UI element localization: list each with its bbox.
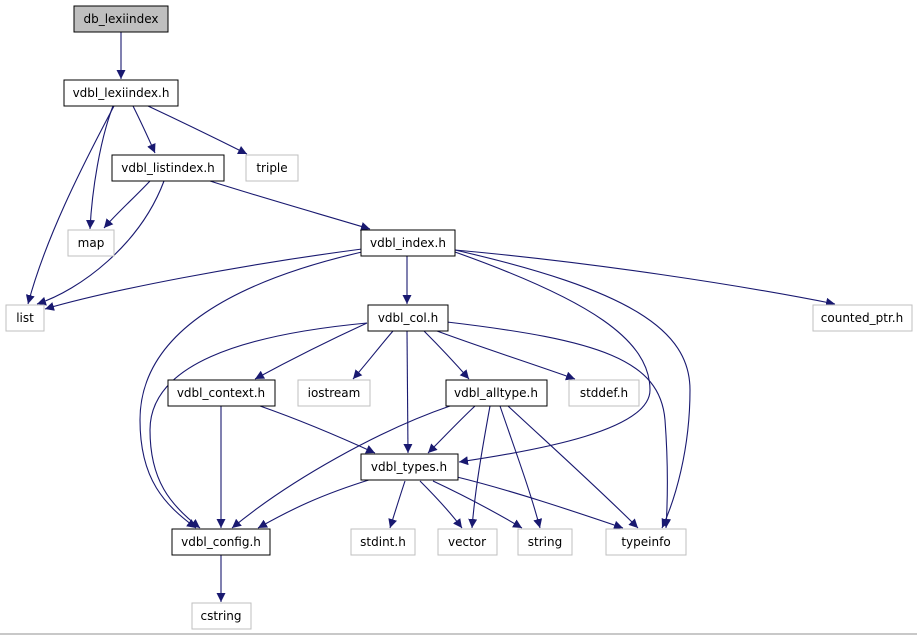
edge-vdbl_types_h-string: [432, 480, 523, 529]
edge-vdbl_col_h-iostream: [352, 330, 394, 380]
edge-vdbl_index_h-counted_ptr_h: [454, 249, 836, 307]
edge-vdbl_lexiindex_h-list: [25, 105, 115, 305]
edges: [25, 32, 836, 602]
edge-vdbl_index_h-list: [44, 248, 363, 311]
svg-text:typeinfo: typeinfo: [621, 535, 670, 549]
svg-text:vdbl_lexiindex.h: vdbl_lexiindex.h: [73, 86, 170, 100]
bottom-divider: [0, 633, 917, 635]
svg-text:vdbl_context.h: vdbl_context.h: [177, 386, 265, 400]
node-vector[interactable]: vector: [437, 528, 498, 556]
edge-vdbl_context_h-vdbl_types_h: [259, 405, 376, 454]
node-triple[interactable]: triple: [245, 154, 299, 182]
edge-vdbl_alltype_h-typeinfo: [507, 405, 639, 529]
edge-vdbl_listindex_h-map: [103, 180, 151, 229]
edge-vdbl_index_h-typeinfo: [454, 249, 691, 529]
node-iostream[interactable]: iostream: [297, 379, 371, 407]
node-vdbl_index_h[interactable]: vdbl_index.h: [360, 229, 456, 257]
edge-vdbl_types_h-vector: [419, 480, 463, 529]
svg-text:map: map: [78, 236, 105, 250]
edge-vdbl_listindex_h-vdbl_index_h: [209, 180, 371, 231]
node-counted_ptr_h[interactable]: counted_ptr.h: [812, 304, 913, 332]
node-vdbl_listindex_h[interactable]: vdbl_listindex.h: [111, 154, 225, 182]
edge-vdbl_col_h-vdbl_alltype_h: [423, 330, 470, 380]
edge-vdbl_types_h-stdint_h: [388, 480, 406, 529]
svg-text:cstring: cstring: [200, 609, 241, 623]
node-typeinfo[interactable]: typeinfo: [605, 528, 687, 556]
node-db_lexiindex[interactable]: db_lexiindex: [73, 5, 169, 33]
node-vdbl_col_h[interactable]: vdbl_col.h: [367, 304, 449, 332]
edge-vdbl_col_h-stddef_h: [436, 330, 576, 381]
edge-vdbl_index_h-vdbl_config_h: [139, 251, 363, 529]
node-list[interactable]: list: [5, 304, 45, 332]
node-vdbl_lexiindex_h[interactable]: vdbl_lexiindex.h: [63, 79, 179, 107]
svg-text:db_lexiindex: db_lexiindex: [83, 12, 158, 26]
node-vdbl_alltype_h[interactable]: vdbl_alltype.h: [445, 379, 548, 407]
node-stdint_h[interactable]: stdint.h: [350, 528, 416, 556]
edge-vdbl_lexiindex_h-triple: [147, 105, 248, 155]
node-cstring[interactable]: cstring: [191, 602, 252, 630]
edge-vdbl_alltype_h-vector: [468, 405, 491, 529]
svg-text:stdint.h: stdint.h: [360, 535, 406, 549]
edge-vdbl_alltype_h-vdbl_config_h: [231, 405, 451, 529]
node-map[interactable]: map: [67, 229, 115, 257]
node-string[interactable]: string: [517, 528, 573, 556]
svg-text:vdbl_types.h: vdbl_types.h: [371, 460, 447, 474]
svg-text:vdbl_alltype.h: vdbl_alltype.h: [454, 386, 538, 400]
svg-text:counted_ptr.h: counted_ptr.h: [821, 311, 903, 325]
node-vdbl_config_h[interactable]: vdbl_config.h: [171, 528, 271, 556]
svg-text:vdbl_index.h: vdbl_index.h: [370, 236, 446, 250]
edge-vdbl_col_h-vdbl_config_h: [149, 322, 368, 529]
edge-vdbl_alltype_h-vdbl_types_h: [427, 405, 476, 454]
node-vdbl_context_h[interactable]: vdbl_context.h: [167, 379, 276, 407]
edge-vdbl_col_h-typeinfo: [446, 321, 672, 529]
svg-text:vdbl_config.h: vdbl_config.h: [181, 535, 261, 549]
node-stddef_h[interactable]: stddef.h: [568, 379, 640, 407]
svg-text:vector: vector: [448, 535, 486, 549]
node-vdbl_types_h[interactable]: vdbl_types.h: [360, 453, 459, 481]
svg-text:iostream: iostream: [308, 386, 361, 400]
edge-vdbl_col_h-vdbl_context_h: [254, 322, 368, 380]
svg-text:vdbl_col.h: vdbl_col.h: [378, 311, 438, 325]
edge-vdbl_index_h-vdbl_types_h: [454, 251, 651, 466]
svg-text:string: string: [528, 535, 562, 549]
edge-vdbl_types_h-vdbl_config_h: [257, 478, 373, 529]
nodes: db_lexiindex vdbl_lexiindex.h vdbl_listi…: [5, 5, 913, 630]
edge-vdbl_types_h-typeinfo: [456, 476, 624, 530]
edge-vdbl_lexiindex_h-vdbl_listindex_h: [132, 105, 156, 154]
edge-vdbl_alltype_h-string: [499, 405, 543, 529]
edge-vdbl_col_h-vdbl_types_h: [403, 330, 413, 454]
svg-text:vdbl_listindex.h: vdbl_listindex.h: [121, 161, 215, 175]
edge-vdbl_lexiindex_h-map: [85, 105, 114, 230]
svg-text:list: list: [16, 311, 34, 325]
svg-text:stddef.h: stddef.h: [580, 386, 628, 400]
edge-vdbl_listindex_h-list: [36, 180, 165, 306]
svg-text:triple: triple: [256, 161, 287, 175]
